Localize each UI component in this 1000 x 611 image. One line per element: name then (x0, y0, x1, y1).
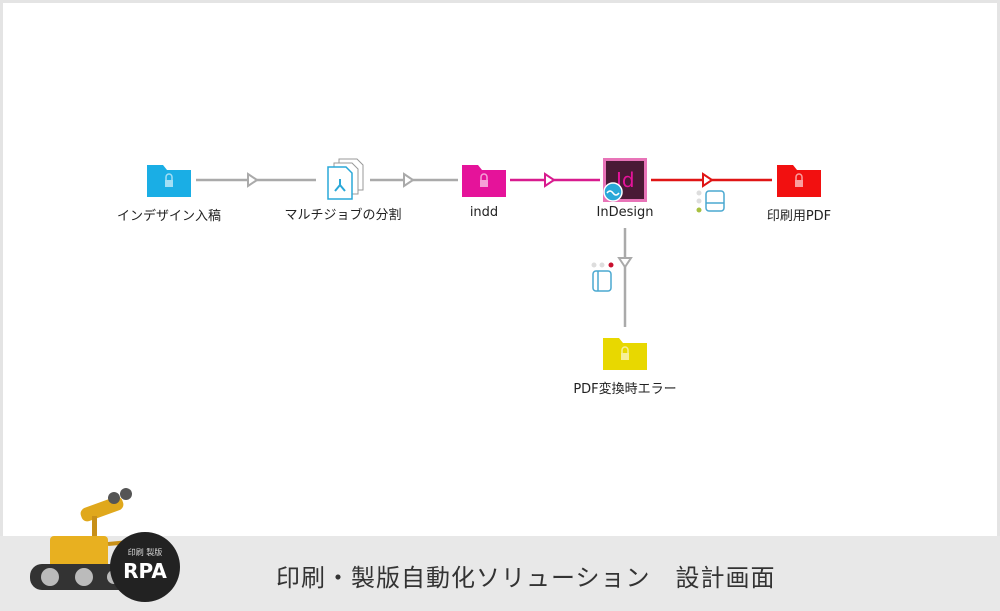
node-label: PDF変換時エラー (573, 382, 677, 397)
indesign-icon: Id (603, 158, 647, 202)
node-multi-job-split[interactable]: マルチジョブの分割 (263, 158, 423, 223)
connection-2 (370, 172, 458, 188)
node-label: InDesign (596, 205, 654, 220)
folder-icon (777, 165, 821, 197)
node-indd[interactable]: indd (404, 163, 564, 220)
status-dots-error-icon (591, 262, 614, 292)
node-label: 印刷用PDF (766, 209, 832, 224)
folder-icon (147, 165, 191, 197)
multi-job-split-icon (327, 158, 364, 200)
connection-4 (651, 172, 772, 188)
node-label: indd (469, 205, 499, 220)
connection-5 (617, 228, 633, 327)
node-indesign[interactable]: Id InDesign (545, 157, 705, 220)
rpa-badge: 印刷 製版 RPA (110, 532, 180, 602)
badge-subtitle: 印刷 製版 (127, 548, 163, 557)
node-print-pdf[interactable]: 印刷用PDF (719, 163, 879, 224)
status-dots-success-icon (696, 190, 725, 213)
robot-mascot-icon (30, 488, 132, 590)
footer-title: 印刷・製版自動化ソリューション 設計画面 (276, 564, 776, 592)
workflow-canvas[interactable] (3, 3, 997, 536)
node-label: インデザイン入稿 (116, 209, 221, 224)
folder-icon (603, 338, 647, 370)
node-pdf-error[interactable]: PDF変換時エラー (545, 336, 705, 397)
folder-icon (462, 165, 506, 197)
connection-1 (196, 172, 316, 188)
badge-title: RPA (123, 559, 167, 583)
node-label: マルチジョブの分割 (284, 208, 402, 223)
node-indesign-input[interactable]: インデザイン入稿 (89, 163, 249, 224)
connection-3 (510, 172, 600, 188)
